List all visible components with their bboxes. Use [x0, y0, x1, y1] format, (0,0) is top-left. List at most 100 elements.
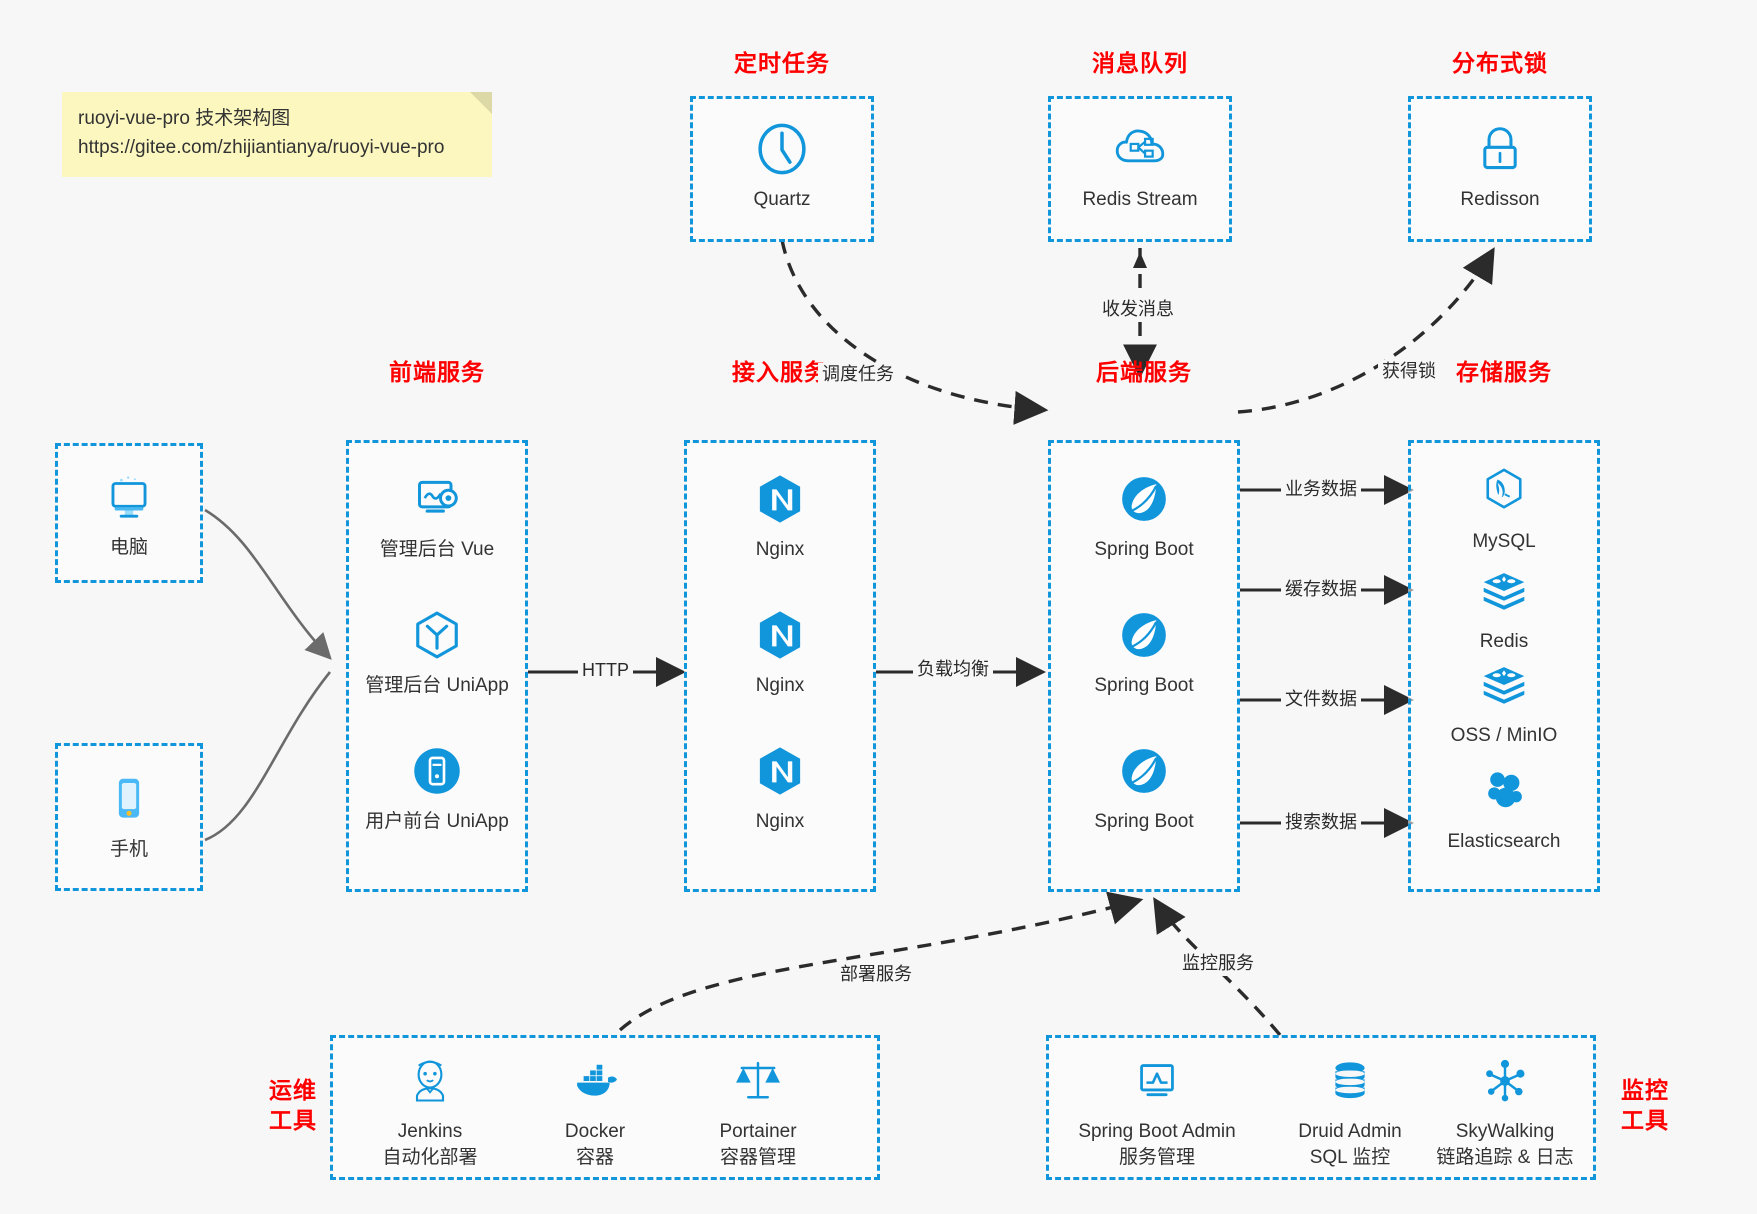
edge-label-acquire-lock: 获得锁 [1378, 360, 1440, 384]
note-title: ruoyi-vue-pro 技术架构图 [78, 108, 291, 129]
node-spring-boot-admin[interactable]: Spring Boot Admin 服务管理 [1062, 1050, 1252, 1170]
cube-icon [406, 604, 468, 666]
monitor-title-line-1: 监控 [1621, 1077, 1669, 1103]
devops-title-line-1: 运维 [269, 1077, 317, 1103]
edge-label-cache-data: 缓存数据 [1281, 578, 1361, 602]
node-sublabel: 自动化部署 [382, 1146, 478, 1168]
monitor-title-line-2: 工具 [1621, 1106, 1669, 1133]
spring-boot-icon [1113, 468, 1175, 530]
edge-label-search-data: 搜索数据 [1281, 811, 1361, 835]
node-label: Nginx [755, 811, 805, 832]
dashboard-icon [406, 468, 468, 530]
node-admin-vue[interactable]: 管理后台 Vue [357, 468, 517, 563]
node-label: Portainer [719, 1121, 797, 1142]
node-elasticsearch[interactable]: Elasticsearch [1444, 760, 1564, 855]
group-box-frontend [346, 440, 528, 892]
node-sublabel: 容器管理 [719, 1146, 796, 1168]
group-title-devops: 运维 工具 [258, 1076, 328, 1136]
node-label: 电脑 [109, 537, 148, 558]
redis-icon [1473, 654, 1535, 716]
edge-label-http: HTTP [578, 659, 633, 683]
node-mysql[interactable]: MySQL [1444, 460, 1564, 555]
node-user-uniapp[interactable]: 用户前台 UniApp [357, 740, 517, 835]
devops-title-line-2: 工具 [269, 1106, 317, 1133]
spring-boot-icon [1113, 740, 1175, 802]
node-spring-boot-2[interactable]: Spring Boot [1084, 604, 1204, 699]
node-sublabel: 链路追踪 & 日志 [1436, 1146, 1574, 1168]
scales-icon [727, 1050, 789, 1112]
node-redisson[interactable]: Redisson [1440, 118, 1560, 213]
monitor-chart-icon [1126, 1050, 1188, 1112]
node-redis[interactable]: Redis [1444, 560, 1564, 655]
node-oss-minio[interactable]: OSS / MinIO [1444, 654, 1564, 749]
edge-label-deploy-service: 部署服务 [836, 963, 916, 987]
cloud-stream-icon [1109, 118, 1171, 180]
group-box-storage [1408, 440, 1600, 892]
app-icon [406, 740, 468, 802]
clock-icon [751, 118, 813, 180]
node-label: SkyWalking [1455, 1121, 1555, 1142]
node-skywalking[interactable]: SkyWalking 链路追踪 & 日志 [1415, 1050, 1595, 1170]
node-label: 用户前台 UniApp [365, 811, 509, 832]
edge-label-monitor-service: 监控服务 [1178, 952, 1258, 976]
node-portainer[interactable]: Portainer 容器管理 [678, 1050, 838, 1170]
node-label: Spring Boot [1094, 539, 1194, 560]
edge-label-load-balance: 负载均衡 [913, 658, 993, 682]
node-label: MySQL [1472, 531, 1536, 552]
redis-icon [1473, 560, 1535, 622]
group-title-monitor: 监控 工具 [1608, 1076, 1682, 1136]
node-sublabel: SQL 监控 [1309, 1146, 1391, 1168]
node-label: Spring Boot [1094, 675, 1194, 696]
docker-icon [564, 1050, 626, 1112]
node-label: Jenkins [397, 1121, 463, 1142]
node-docker[interactable]: Docker 容器 [515, 1050, 675, 1170]
desktop-icon [98, 466, 160, 528]
node-nginx-2[interactable]: Nginx [720, 604, 840, 699]
node-label: Nginx [755, 675, 805, 696]
node-redis-stream[interactable]: Redis Stream [1080, 118, 1200, 213]
mysql-icon [1473, 460, 1535, 522]
node-label: Elasticsearch [1447, 831, 1561, 852]
node-spring-boot-1[interactable]: Spring Boot [1084, 468, 1204, 563]
node-label: 管理后台 UniApp [365, 675, 509, 696]
nginx-icon [749, 740, 811, 802]
node-nginx-3[interactable]: Nginx [720, 740, 840, 835]
node-label: Redis [1479, 631, 1529, 652]
node-label: Spring Boot Admin [1078, 1121, 1236, 1142]
edge-label-send-receive-message: 收发消息 [1098, 298, 1178, 322]
group-title-frontend: 前端服务 [389, 359, 485, 385]
mobile-icon [98, 768, 160, 830]
nginx-icon [749, 604, 811, 666]
node-label: Redis Stream [1082, 189, 1198, 210]
group-title-gateway: 接入服务 [732, 359, 828, 385]
node-mobile[interactable]: 手机 [79, 768, 179, 863]
node-label: 手机 [109, 839, 148, 860]
group-title-distributed-lock: 分布式锁 [1452, 50, 1548, 76]
node-spring-boot-3[interactable]: Spring Boot [1084, 740, 1204, 835]
group-title-scheduled-task: 定时任务 [734, 50, 830, 76]
node-label: Quartz [753, 189, 811, 210]
node-admin-uniapp[interactable]: 管理后台 UniApp [357, 604, 517, 699]
node-druid-admin[interactable]: Druid Admin SQL 监控 [1275, 1050, 1425, 1170]
node-jenkins[interactable]: Jenkins 自动化部署 [350, 1050, 510, 1170]
edge-label-schedule-task: 调度任务 [818, 363, 898, 387]
diagram-note: ruoyi-vue-pro 技术架构图 https://gitee.com/zh… [62, 92, 492, 177]
node-label: OSS / MinIO [1450, 725, 1558, 746]
node-sublabel: 服务管理 [1118, 1146, 1195, 1168]
node-label: Spring Boot [1094, 811, 1194, 832]
group-title-storage: 存储服务 [1456, 359, 1552, 385]
node-label: Docker [564, 1121, 626, 1142]
database-icon [1319, 1050, 1381, 1112]
group-box-message-queue [1048, 96, 1232, 242]
node-quartz[interactable]: Quartz [722, 118, 842, 213]
elasticsearch-icon [1473, 760, 1535, 822]
group-box-monitor [1046, 1035, 1596, 1180]
node-nginx-1[interactable]: Nginx [720, 468, 840, 563]
edge-label-file-data: 文件数据 [1281, 688, 1361, 712]
node-label: Redisson [1460, 189, 1540, 210]
nginx-icon [749, 468, 811, 530]
node-label: Nginx [755, 539, 805, 560]
note-fold-icon [470, 92, 492, 114]
node-desktop[interactable]: 电脑 [79, 466, 179, 561]
